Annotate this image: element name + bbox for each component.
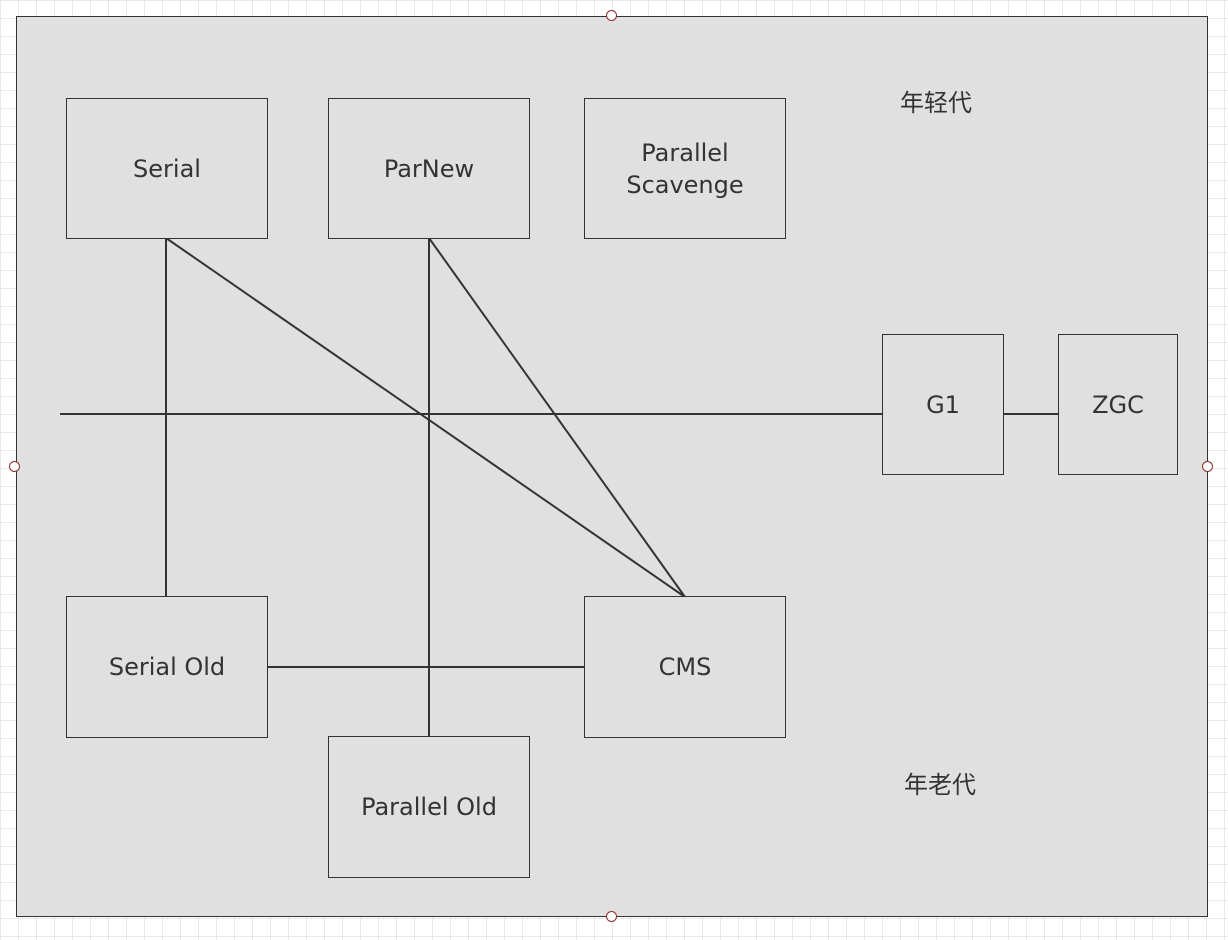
cms-label: CMS <box>658 653 712 681</box>
serial-old-label: Serial Old <box>108 653 226 681</box>
parnew-to-cms-connector <box>428 237 686 598</box>
serial-label: Serial <box>133 154 201 183</box>
parnew-node[interactable]: ParNew <box>328 98 530 239</box>
g1-node[interactable]: G1 <box>882 334 1004 475</box>
parallel-scavenge-node[interactable]: Parallel Scavenge <box>584 98 786 239</box>
parallel-old-label: Parallel Old <box>361 793 497 821</box>
zgc-node[interactable]: ZGC <box>1058 334 1178 475</box>
resize-handle-top[interactable] <box>606 10 617 21</box>
cms-node[interactable]: CMS <box>584 596 786 738</box>
serial-node[interactable]: Serial <box>66 98 268 239</box>
old-generation-label: 年老代 <box>904 771 976 799</box>
g1-label: G1 <box>926 390 960 419</box>
serial-old-node[interactable]: Serial Old <box>66 596 268 738</box>
resize-handle-left[interactable] <box>9 461 20 472</box>
parallel-old-node[interactable]: Parallel Old <box>328 736 530 878</box>
zgc-label: ZGC <box>1092 390 1144 419</box>
young-generation-label: 年轻代 <box>900 89 972 117</box>
serial-to-cms-connector <box>165 237 686 598</box>
resize-handle-right[interactable] <box>1202 461 1213 472</box>
parallel-scavenge-label: Parallel Scavenge <box>626 138 744 199</box>
parnew-label: ParNew <box>383 154 475 183</box>
resize-handle-bottom[interactable] <box>606 911 617 922</box>
